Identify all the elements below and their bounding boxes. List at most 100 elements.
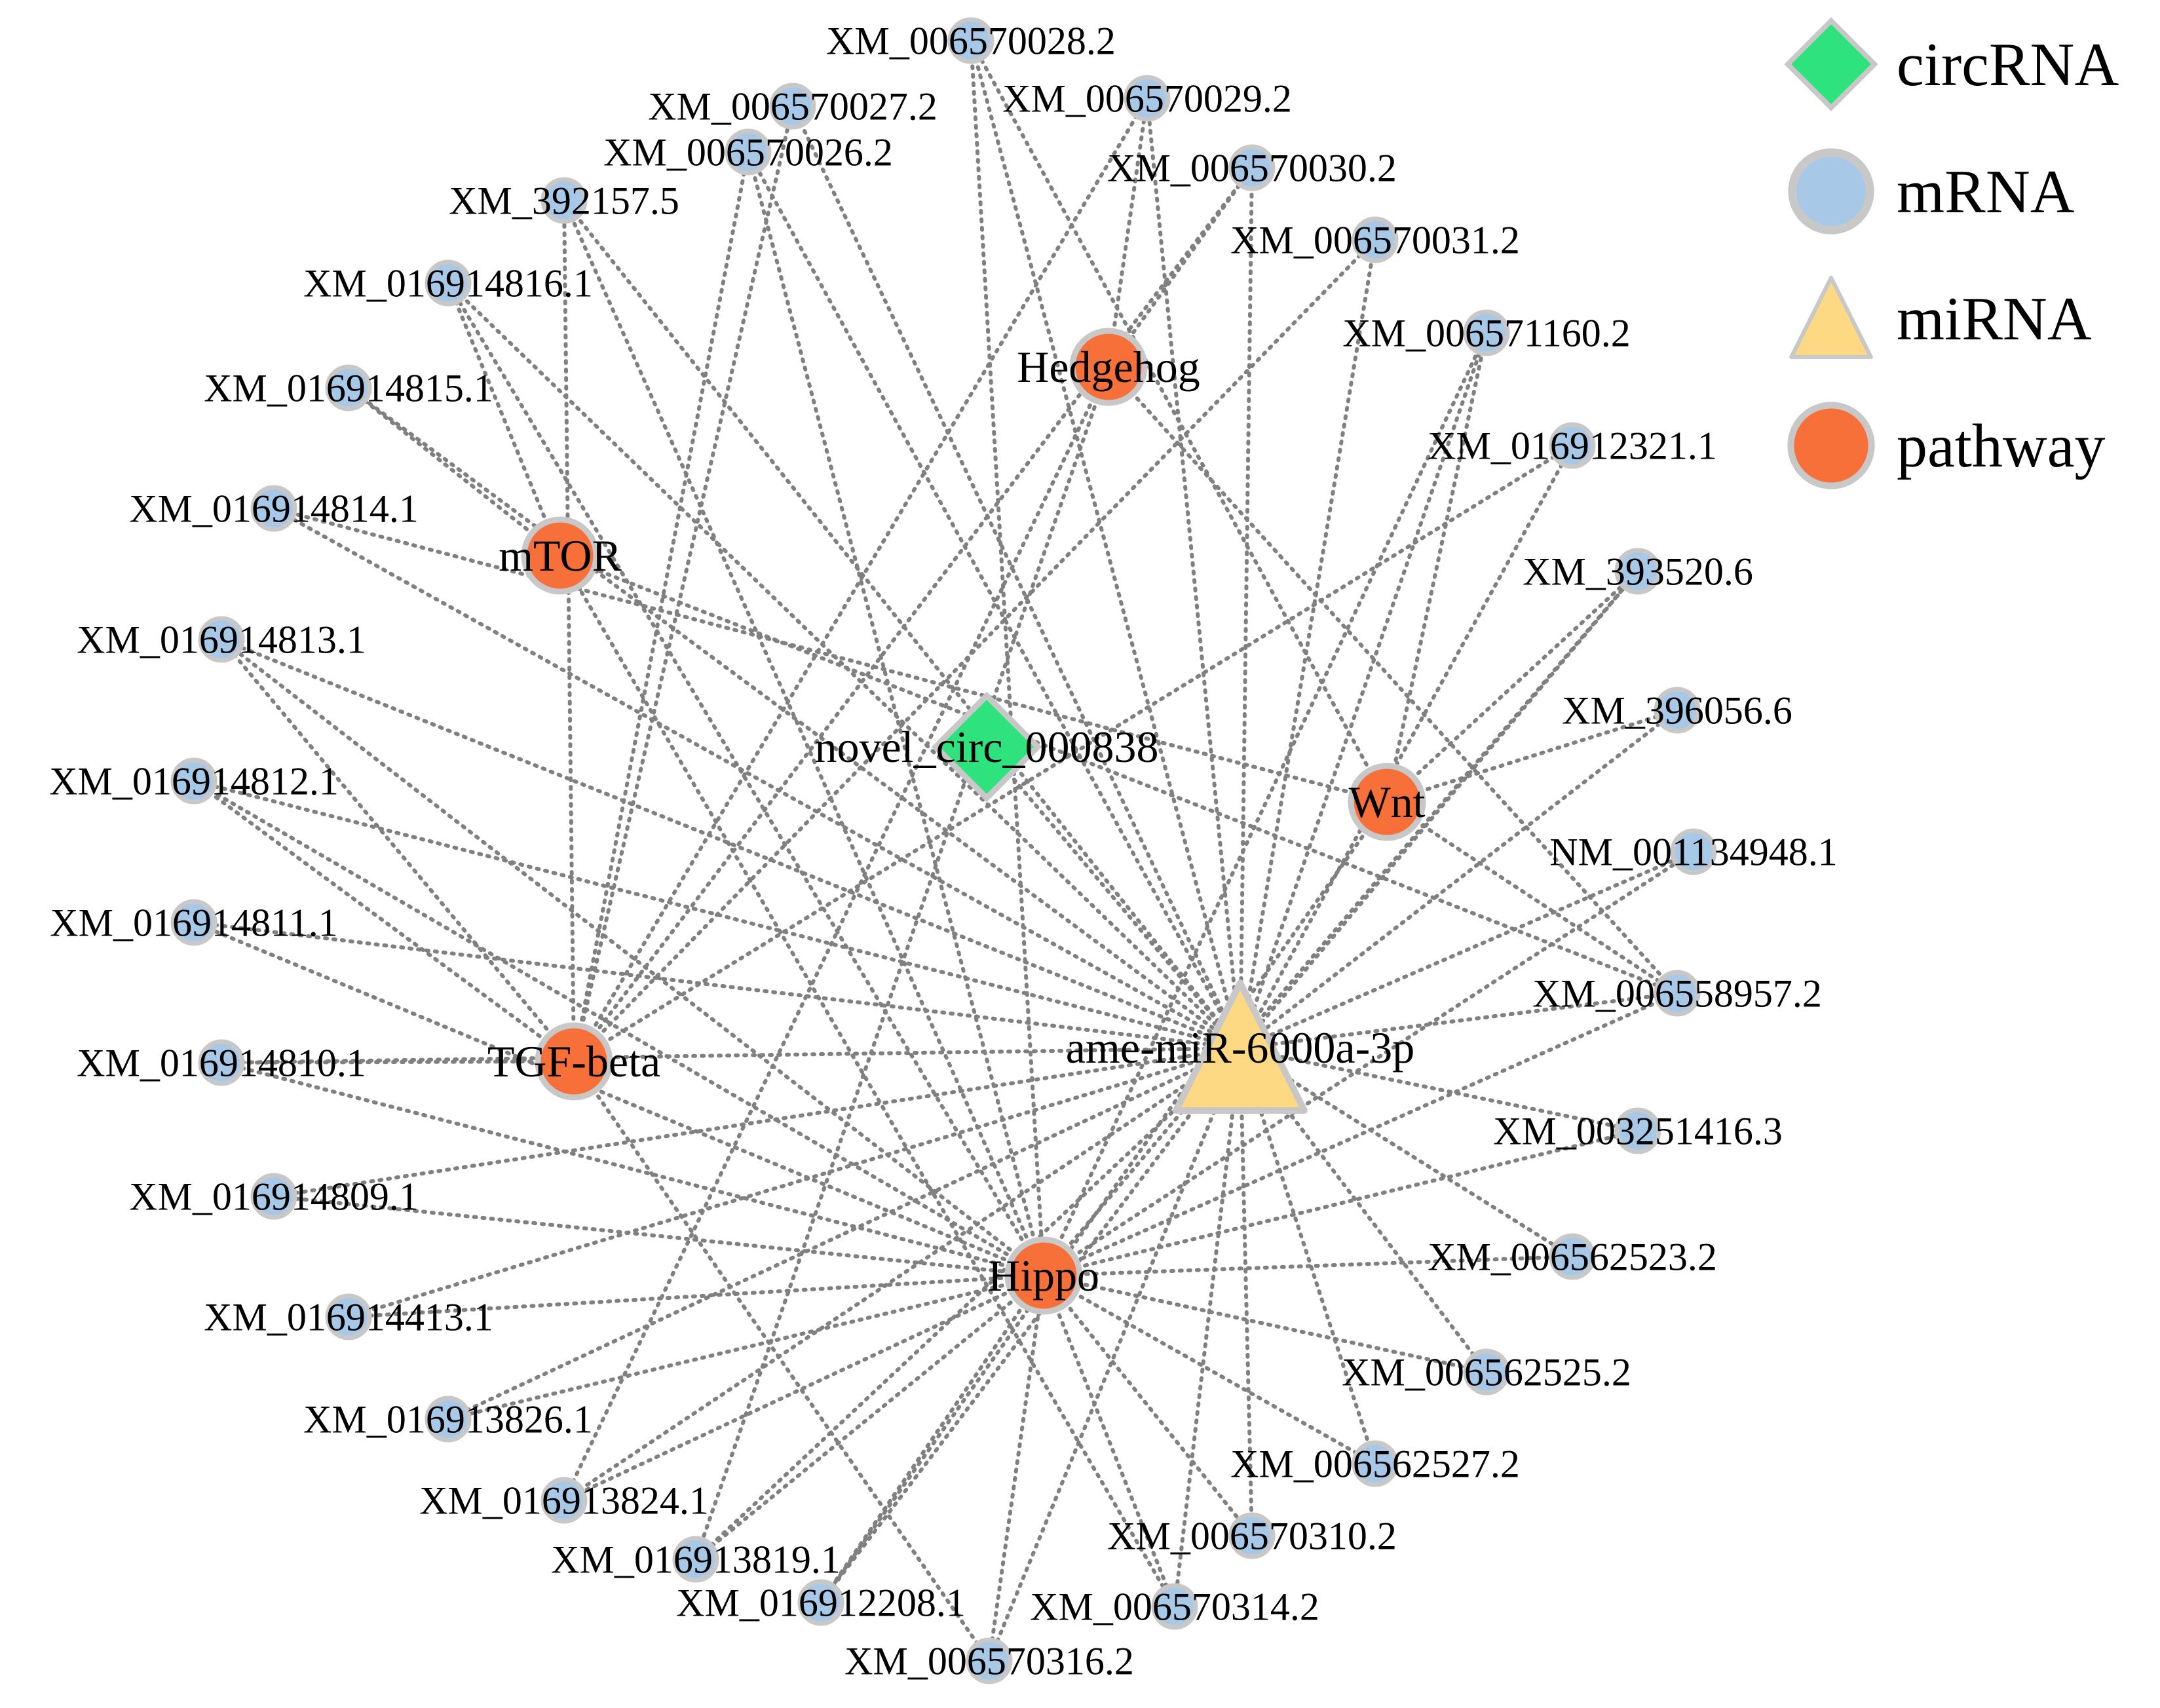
mrna-node-marker — [769, 83, 816, 130]
mrna-node-marker — [1463, 309, 1510, 356]
edge-ame-mir-6000a-3p-to-xm-016913819-1 — [694, 1046, 1242, 1561]
node-xm-016914816-1[interactable]: XM_016914816.1 — [303, 259, 593, 307]
edge-hippo-to-xm-016914816-1 — [446, 281, 1046, 1278]
edge-ame-mir-6000a-3p-to-xm-006570029-2 — [1145, 96, 1242, 1050]
node-xm-006570029-2[interactable]: XM_006570029.2 — [1002, 75, 1292, 122]
edge-tgf-beta-to-xm-006570026-2 — [572, 150, 750, 1063]
mrna-node-marker — [425, 259, 472, 307]
edge-ame-mir-6000a-3p-to-xm-003251416-3 — [1238, 1046, 1640, 1133]
node-label: XM_396056.6 — [1562, 689, 1792, 732]
edge-hippo-to-nm-001134948-1 — [1042, 850, 1696, 1278]
node-label: XM_016914811.1 — [50, 901, 337, 944]
node-xm-006570027-2[interactable]: XM_006570027.2 — [648, 83, 938, 130]
node-hedgehog[interactable]: Hedgehog — [1017, 328, 1200, 406]
node-label: novel_circ_000838 — [815, 722, 1159, 772]
node-xm-006562525-2[interactable]: XM_006562525.2 — [1342, 1348, 1631, 1395]
mrna-node-marker — [170, 899, 218, 946]
edge-ame-mir-6000a-3p-to-xm-006570028-2 — [969, 39, 1242, 1050]
node-label: XM_006570027.2 — [648, 85, 938, 128]
node-mtor[interactable]: mTOR — [499, 516, 622, 595]
mrna-node-marker — [1614, 548, 1661, 595]
edge-hippo-to-xm-006558957-2 — [1042, 991, 1679, 1278]
node-label: XM_016914813.1 — [77, 618, 366, 661]
mrna-node-marker — [797, 1579, 844, 1626]
node-xm-006562523-2[interactable]: XM_006562523.2 — [1428, 1233, 1717, 1280]
node-xm-006570028-2[interactable]: XM_006570028.2 — [826, 17, 1116, 64]
node-label: XM_392157.5 — [449, 179, 679, 222]
node-xm-006562527-2[interactable]: XM_006562527.2 — [1230, 1440, 1520, 1487]
edge-ame-mir-6000a-3p-to-xm-006570314-2 — [1173, 1046, 1242, 1608]
legend-mirna-icon — [1789, 275, 1873, 360]
node-xm-003251416-3[interactable]: XM_003251416.3 — [1493, 1107, 1783, 1154]
node-xm-016914814-1[interactable]: XM_016914814.1 — [129, 485, 419, 532]
edge-ame-mir-6000a-3p-to-xm-006571160-2 — [1238, 331, 1488, 1050]
edge-ame-mir-6000a-3p-to-xm-006570027-2 — [791, 104, 1242, 1050]
node-xm-006570310-2[interactable]: XM_006570310.2 — [1107, 1512, 1397, 1559]
mrna-node-marker — [1549, 1233, 1596, 1280]
node-hippo[interactable]: Hippo — [988, 1236, 1099, 1315]
node-xm-016912321-1[interactable]: XM_016912321.1 — [1428, 422, 1717, 469]
node-xm-016914413-1[interactable]: XM_016914413.1 — [204, 1293, 493, 1340]
node-label: ame-miR-6000a-3p — [1066, 1023, 1415, 1072]
node-xm-016914810-1[interactable]: XM_016914810.1 — [77, 1039, 366, 1086]
node-label: XM_006570026.2 — [603, 130, 893, 174]
node-xm-016913826-1[interactable]: XM_016913826.1 — [303, 1395, 593, 1443]
node-xm-006570314-2[interactable]: XM_006570314.2 — [1030, 1583, 1319, 1630]
mrna-node-marker — [1352, 1440, 1399, 1487]
node-xm-006570316-2[interactable]: XM_006570316.2 — [844, 1637, 1134, 1684]
edge-ame-mir-6000a-3p-to-xm-396056-6 — [1238, 708, 1679, 1050]
node-xm-016914815-1[interactable]: XM_016914815.1 — [204, 364, 493, 411]
node-wnt[interactable]: Wnt — [1348, 763, 1426, 841]
node-xm-016914812-1[interactable]: XM_016914812.1 — [49, 757, 339, 805]
legend-mrna-icon — [1788, 148, 1874, 235]
node-xm-006558957-2[interactable]: XM_006558957.2 — [1532, 970, 1822, 1017]
node-xm-016913819-1[interactable]: XM_016913819.1 — [551, 1536, 841, 1583]
edge-ame-mir-6000a-3p-to-xm-006562523-2 — [1238, 1046, 1574, 1259]
node-label: XM_006558957.2 — [1532, 972, 1822, 1015]
mrna-node-marker — [1228, 144, 1276, 191]
node-xm-392157-5[interactable]: XM_392157.5 — [449, 177, 679, 224]
node-novel-circ-000838[interactable]: novel_circ_000838 — [815, 691, 1159, 803]
node-xm-016913824-1[interactable]: XM_016913824.1 — [419, 1477, 709, 1524]
node-label: XM_016914810.1 — [77, 1041, 366, 1084]
node-label: XM_006562523.2 — [1428, 1235, 1717, 1278]
edge-ame-mir-6000a-3p-to-xm-016914813-1 — [219, 637, 1242, 1050]
node-xm-006570031-2[interactable]: XM_006570031.2 — [1230, 216, 1520, 263]
node-label: XM_016912321.1 — [1428, 424, 1717, 467]
node-nm-001134948-1[interactable]: NM_001134948.1 — [1549, 828, 1838, 875]
mrna-node-marker — [672, 1536, 719, 1583]
node-label: XM_016914815.1 — [204, 366, 493, 409]
edge-hippo-to-xm-016914811-1 — [192, 920, 1046, 1278]
node-label: NM_001134948.1 — [1549, 830, 1837, 873]
node-xm-016914809-1[interactable]: XM_016914809.1 — [129, 1173, 419, 1220]
legend-label: circRNA — [1897, 31, 2119, 99]
node-xm-016912208-1[interactable]: XM_016912208.1 — [676, 1579, 966, 1626]
node-xm-006570026-2[interactable]: XM_006570026.2 — [603, 128, 893, 176]
edge-hedgehog-to-xm-006570029-2 — [1107, 96, 1149, 369]
node-label: XM_006570029.2 — [1002, 77, 1292, 120]
node-label: XM_006562525.2 — [1342, 1350, 1631, 1394]
node-xm-016914813-1[interactable]: XM_016914813.1 — [77, 616, 366, 663]
edge-tgf-beta-to-xm-016914810-1 — [219, 1059, 576, 1065]
node-xm-006571160-2[interactable]: XM_006571160.2 — [1342, 309, 1631, 356]
edge-hippo-to-xm-006570316-2 — [987, 1274, 1046, 1663]
mrna-node-marker — [250, 485, 297, 532]
edge-ame-mir-6000a-3p-to-xm-006570026-2 — [746, 150, 1242, 1050]
legend-label: pathway — [1897, 412, 2105, 480]
node-xm-393520-6[interactable]: XM_393520.6 — [1523, 548, 1753, 595]
node-xm-006570030-2[interactable]: XM_006570030.2 — [1107, 144, 1397, 191]
mrna-node-marker — [325, 1293, 372, 1340]
pathway-node-marker — [1069, 328, 1148, 406]
node-xm-016914811-1[interactable]: XM_016914811.1 — [50, 899, 338, 946]
edge-hippo-to-xm-006562523-2 — [1042, 1255, 1574, 1278]
node-label: XM_016914814.1 — [129, 487, 419, 530]
legend-pathway-icon — [1787, 402, 1875, 489]
node-label: XM_016913819.1 — [551, 1538, 841, 1581]
node-label: XM_006570030.2 — [1107, 146, 1397, 189]
edge-ame-mir-6000a-3p-to-xm-016912208-1 — [819, 1046, 1242, 1604]
edge-mtor-to-xm-016914816-1 — [446, 281, 562, 558]
node-xm-396056-6[interactable]: XM_396056.6 — [1562, 687, 1792, 734]
node-tgf-beta[interactable]: TGF-beta — [487, 1022, 660, 1101]
node-ame-mir-6000a-3p[interactable]: ame-miR-6000a-3p — [1066, 979, 1415, 1114]
mrna-node-marker — [250, 1173, 297, 1220]
